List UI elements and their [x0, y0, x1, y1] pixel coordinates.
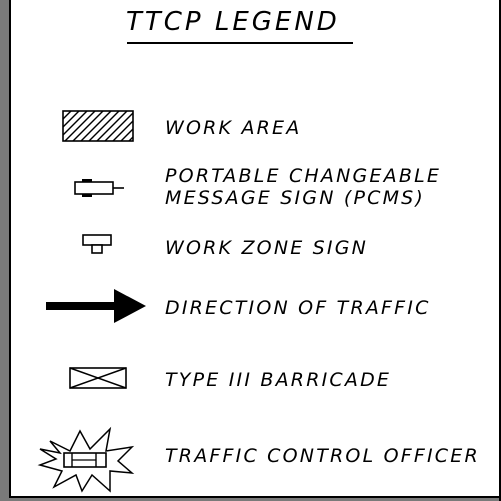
officer-label: TRAFFIC CONTROL OFFICER [165, 445, 480, 467]
legend-title: TTCP LEGEND [126, 7, 340, 37]
hatched-rectangle-icon [62, 110, 134, 142]
officer-vehicle-icon [37, 426, 135, 493]
direction-label: DIRECTION OF TRAFFIC [165, 297, 431, 319]
title-underline [127, 42, 353, 44]
barricade-icon [69, 367, 127, 389]
pcms-label-line2: MESSAGE SIGN (PCMS) [165, 187, 426, 209]
sign-icon [82, 234, 112, 254]
pcms-icon [74, 179, 124, 197]
panel-border [499, 0, 501, 501]
work-zone-sign-label: WORK ZONE SIGN [165, 237, 369, 259]
barricade-label: TYPE III BARRICADE [165, 369, 392, 391]
pcms-label-line1: PORTABLE CHANGEABLE [165, 165, 442, 187]
legend-panel [9, 0, 501, 498]
work-area-label: WORK AREA [165, 117, 302, 139]
arrow-right-icon [46, 289, 146, 323]
